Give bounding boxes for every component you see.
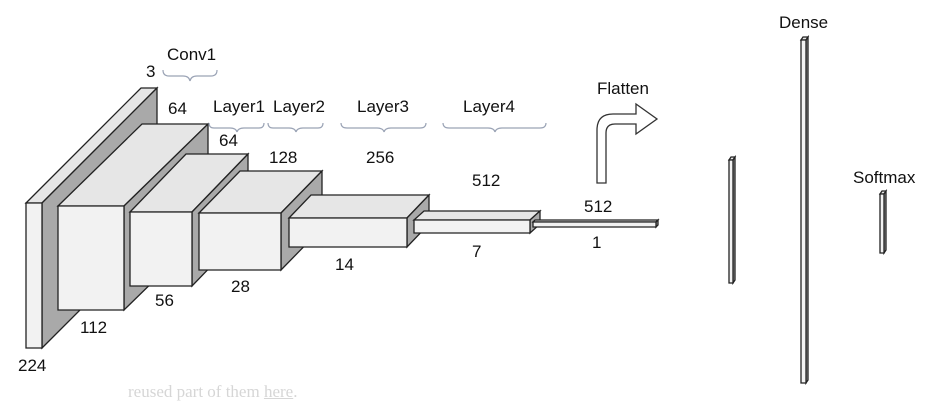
- flatten-arrow-icon: [596, 102, 659, 184]
- layer4-brace: [442, 122, 547, 133]
- layer2-size-label: 28: [231, 277, 250, 296]
- layer1-brace: [208, 122, 265, 133]
- layer2-channels-label: 128: [269, 148, 297, 167]
- conv1-size-label: 112: [80, 318, 107, 337]
- layer1-size-label: 56: [155, 291, 174, 310]
- caption-text: reused part of them: [128, 382, 264, 401]
- layer4-channels-label: 512: [472, 171, 500, 190]
- caption-link[interactable]: here: [263, 382, 294, 401]
- input-size-label: 224: [18, 356, 46, 375]
- softmax-bar: [878, 188, 888, 256]
- layer3-size-label: 14: [335, 255, 354, 274]
- layer4-label: Layer4: [463, 97, 515, 116]
- flatten-rod: [531, 218, 660, 229]
- layer1-channels-label: 64: [219, 131, 238, 150]
- layer2-label: Layer2: [273, 97, 325, 116]
- layer3-block: [287, 193, 431, 249]
- conv1-brace: [162, 69, 218, 82]
- layer3-channels-label: 256: [366, 148, 394, 167]
- dense-bar: [799, 34, 810, 386]
- softmax-label: Softmax: [853, 168, 916, 187]
- caption: reused part of them here.: [128, 382, 297, 402]
- conv1-label: Conv1: [167, 45, 216, 64]
- conv1-channels-label: 64: [168, 99, 187, 118]
- flatten-size-label: 1: [592, 233, 601, 252]
- layer3-label: Layer3: [357, 97, 409, 116]
- layer4-block: [412, 209, 542, 235]
- input-channels-label: 3: [146, 62, 155, 81]
- pre-dense-bar: [727, 154, 737, 286]
- dense-label: Dense: [779, 13, 828, 32]
- layer3-brace: [340, 122, 427, 133]
- layer1-label: Layer1: [213, 97, 265, 116]
- flatten-label: Flatten: [597, 79, 649, 98]
- caption-end: .: [293, 382, 298, 401]
- flatten-channels-label: 512: [584, 197, 612, 216]
- layer4-size-label: 7: [472, 242, 481, 261]
- layer2-brace: [267, 122, 324, 133]
